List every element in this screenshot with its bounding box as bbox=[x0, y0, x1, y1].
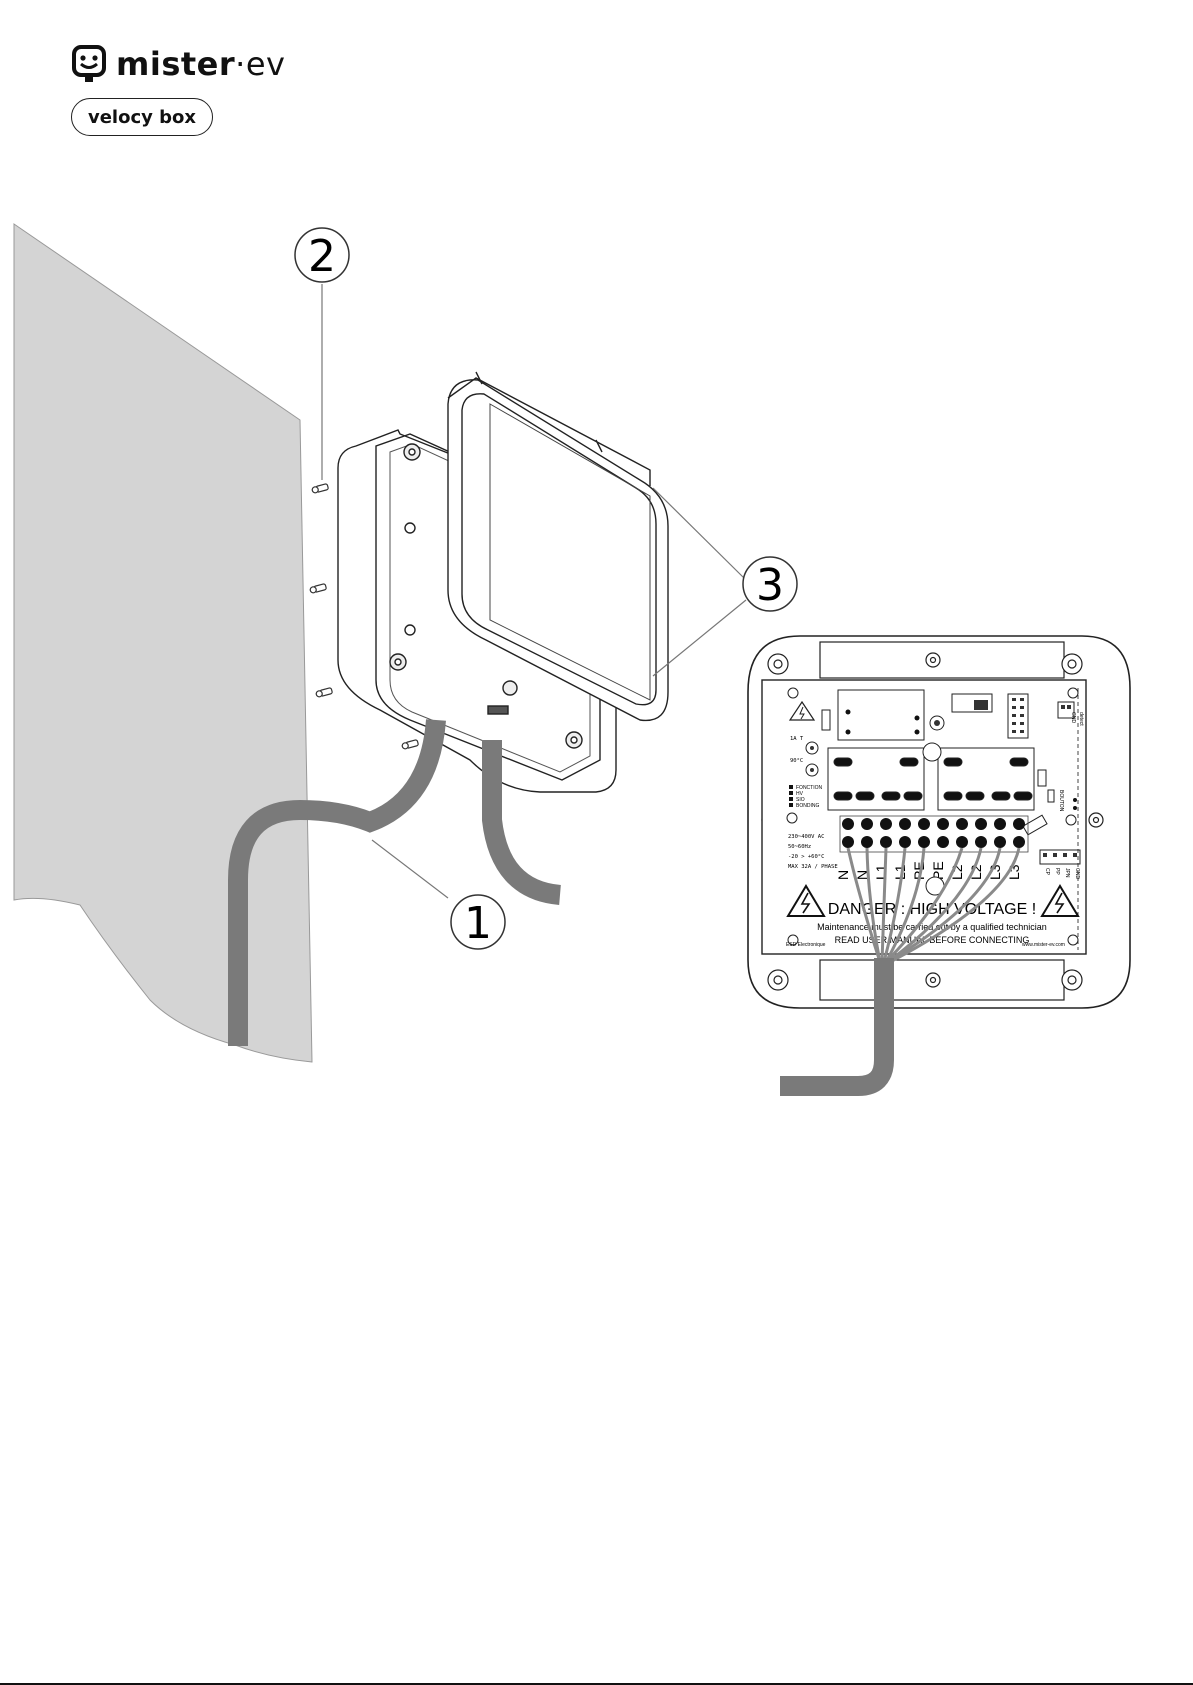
button-label: BOUTON bbox=[1058, 790, 1064, 812]
brand-suffix: ev bbox=[245, 45, 286, 83]
warning-line-2: READ USER MANUAL BEFORE CONNECTING bbox=[835, 935, 1030, 945]
website-label: www.mister-ev.com bbox=[1022, 942, 1065, 948]
spec-current: MAX 32A / PHASE bbox=[788, 864, 838, 870]
product-name: velocy box bbox=[87, 106, 196, 128]
plug-face-icon bbox=[72, 45, 106, 82]
brand-wordmark: mister·ev bbox=[116, 45, 285, 83]
danger-icon-right bbox=[1040, 884, 1080, 917]
page-bottom-rule bbox=[0, 1683, 1193, 1685]
terminal-9: L3 bbox=[987, 864, 1003, 880]
enclosure-lid bbox=[447, 371, 669, 722]
conductor-wires bbox=[846, 847, 1021, 964]
label-gnd: GND bbox=[1070, 712, 1076, 724]
callout-2 bbox=[294, 227, 350, 283]
wall bbox=[13, 223, 313, 1063]
led-legend: FONCTION HV SIO BONDING bbox=[789, 785, 822, 809]
wall-screws bbox=[309, 483, 419, 750]
relay-right bbox=[937, 747, 1035, 811]
board-front-view: detect GND 1A T 90°C FONCTION HV SIO BON… bbox=[747, 635, 1131, 1096]
spec-frequency: 50~60Hz bbox=[788, 844, 811, 850]
temp-label: 90°C bbox=[790, 758, 803, 764]
callout-1-label: 1 bbox=[464, 898, 492, 949]
legend-4: BONDING bbox=[796, 803, 819, 809]
supply-cables bbox=[228, 719, 562, 1046]
legend-1: FONCTION bbox=[796, 785, 822, 791]
legend-2: HV bbox=[796, 791, 804, 797]
product-name-pill: velocy box bbox=[71, 98, 213, 136]
callout-2-label: 2 bbox=[308, 231, 336, 282]
brand-name: mister bbox=[116, 45, 236, 83]
spec-voltage: 230~400V AC bbox=[788, 834, 824, 840]
maker-label: ESD Electronique bbox=[786, 942, 826, 948]
callout-1 bbox=[450, 894, 506, 950]
danger-icon-left bbox=[786, 884, 826, 917]
terminal-1: N bbox=[835, 870, 851, 880]
signal-pp: PP bbox=[1054, 868, 1060, 875]
signal-cp: CP bbox=[1044, 868, 1050, 876]
warning-line-1: Maintenance must be carried out by a qua… bbox=[817, 922, 1047, 932]
hv-warning-icon-small bbox=[788, 700, 816, 721]
terminal-8: L2 bbox=[968, 864, 984, 880]
signal-gnd: GND bbox=[1074, 868, 1080, 880]
terminal-block bbox=[842, 818, 1025, 848]
brand-separator: · bbox=[235, 45, 246, 83]
brand-logo: mister·ev bbox=[72, 44, 285, 84]
label-detect: detect bbox=[1078, 712, 1084, 726]
terminal-6: PE bbox=[930, 861, 946, 880]
legend-3: SIO bbox=[796, 797, 805, 803]
board-supply-cable bbox=[780, 958, 894, 1096]
callout-3 bbox=[742, 556, 798, 612]
signal-connector: CP PP JPN GND bbox=[1039, 849, 1081, 880]
terminal-2: N bbox=[854, 870, 870, 880]
callout-3-label: 3 bbox=[756, 560, 784, 611]
spec-temperature: -20 > +60°C bbox=[788, 854, 824, 860]
relay-left bbox=[827, 747, 925, 811]
fuse-label: 1A T bbox=[790, 736, 804, 742]
signal-jpn: JPN bbox=[1064, 868, 1070, 878]
